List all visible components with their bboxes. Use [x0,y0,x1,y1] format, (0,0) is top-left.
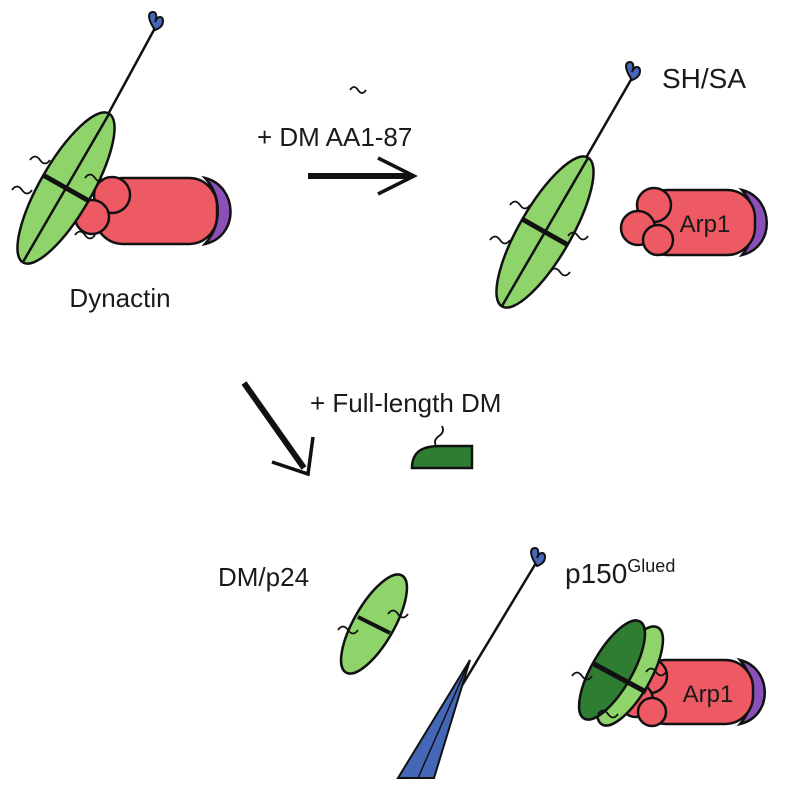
squiggle [567,231,589,241]
p150-coil-divider [417,659,471,779]
squiggle [549,267,571,277]
squiggle [509,200,531,210]
reaction-arrow-diagonal-head [271,436,315,477]
p150-label-main: p150 [565,558,627,589]
dynactin-complex [11,10,232,265]
arp1-filament-complex-top [619,186,768,258]
squiggle [84,173,106,183]
squiggle [571,671,593,681]
p150-head-icon [148,10,165,32]
arp1-label-bottom: Arp1 [683,681,734,708]
shoulder-crossbar [520,216,570,248]
p150-coiled-tail [396,659,471,779]
shoulder-crossbar [592,661,648,695]
reaction-arrow-diagonal-shaft [241,381,307,470]
dm-p24-crossbar [357,615,391,635]
p150-label-superscript: Glued [627,556,675,576]
squiggle [645,667,667,677]
dm-protein-body [410,444,474,470]
squiggle [597,709,619,719]
p150-head-icon [625,60,642,82]
squiggle [74,230,96,240]
p150-head-icon [530,546,547,568]
p150-glued [396,546,547,779]
squiggle [11,185,33,195]
squiggle [29,155,51,165]
shoulder-dm-bound [577,619,647,721]
reaction-arrow-right-head [377,156,418,196]
squiggle [489,235,511,245]
sh-sa-label: SH/SA [662,63,746,94]
arp1-filament-complex-bottom [571,619,766,728]
shoulder-sidearm-complex [489,60,642,309]
full-length-dm-icon [410,425,474,470]
reaction-label-top: + DM AA1-87 [257,122,412,152]
barbed-end-subunit [641,223,675,257]
dm-tail-squiggle [434,425,444,447]
arp1-label-top: Arp1 [680,211,731,238]
reaction-label-bottom: + Full-length DM [310,388,501,418]
barbed-end-subunit [636,696,668,728]
shoulder-crossbar [41,172,91,204]
p150-label: p150Glued [565,556,675,589]
squiggle [337,625,359,635]
dm-fragment-squiggle [349,86,367,94]
dm-p24-label: DM/p24 [218,562,309,592]
dynactin-label: Dynactin [69,283,170,313]
dm-p24-complex [337,573,409,675]
squiggle [387,609,409,619]
